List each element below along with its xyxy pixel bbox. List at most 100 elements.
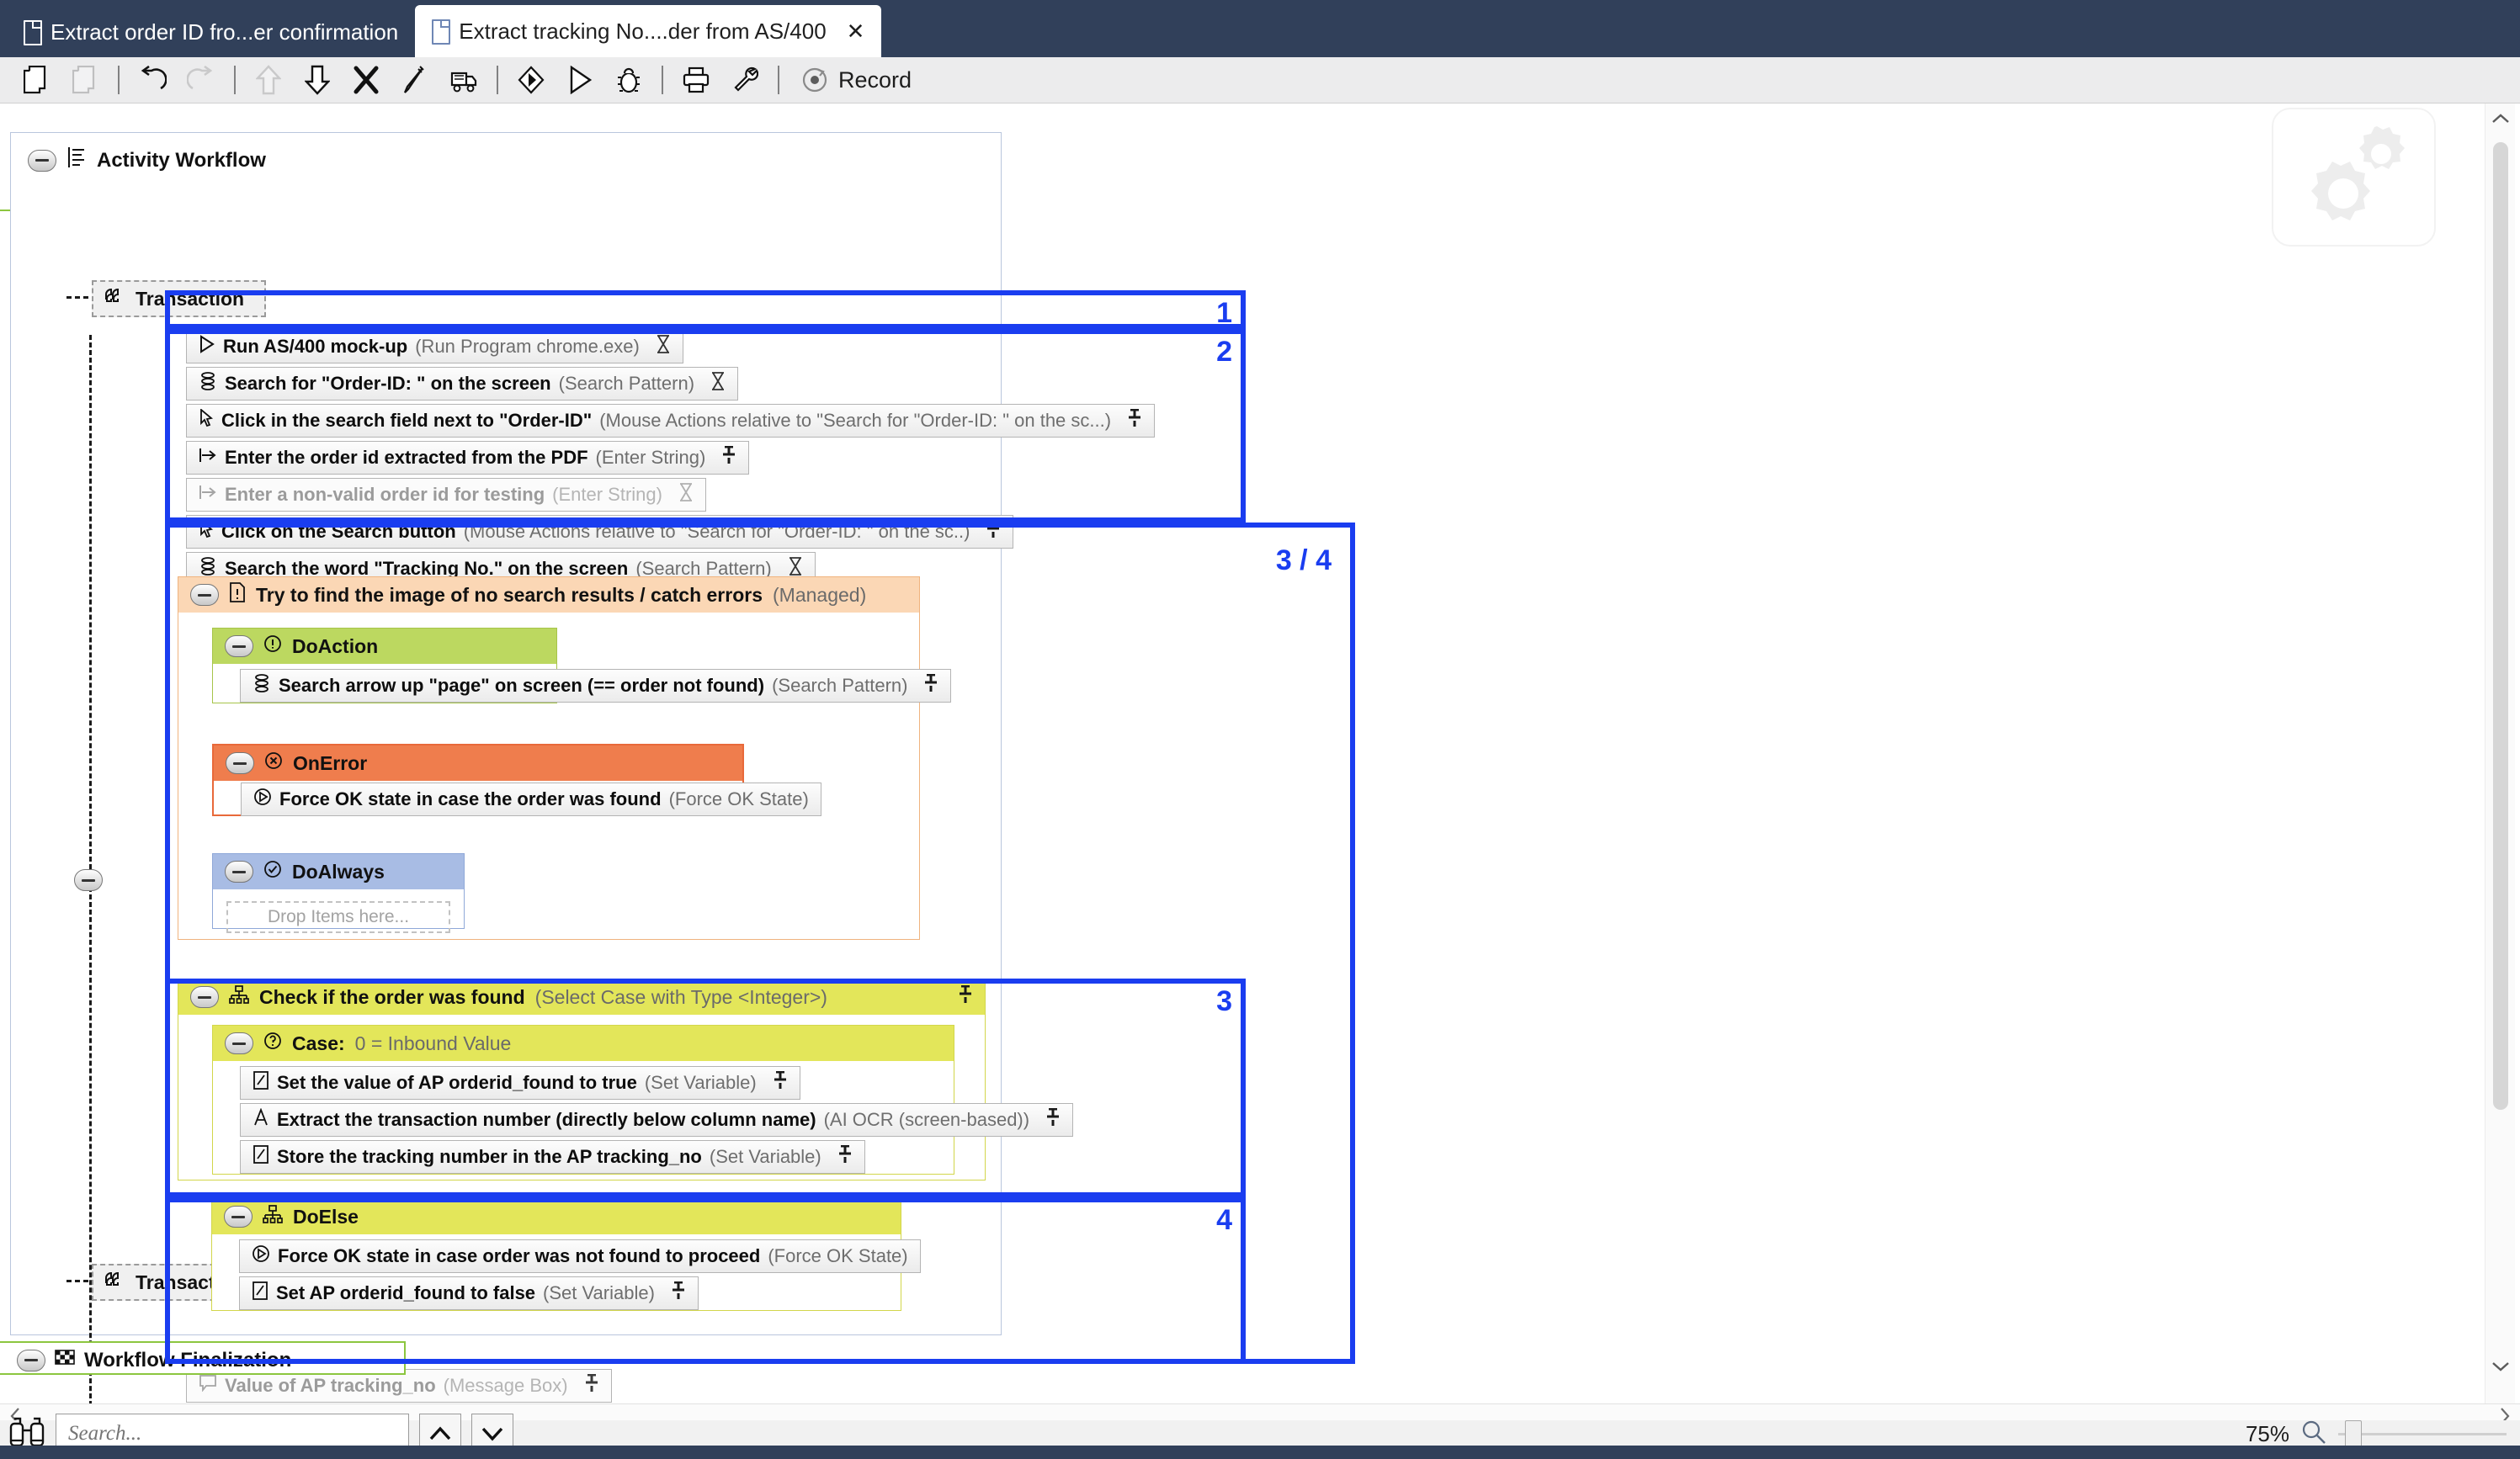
hourglass-icon[interactable] [656, 335, 671, 358]
transaction-connector-top [66, 296, 88, 299]
node-run-as400-mockup[interactable]: Run AS/400 mock-up (Run Program chrome.e… [186, 330, 683, 363]
collapse-toggle-case[interactable] [225, 1032, 253, 1054]
tab-extract-tracking-no[interactable]: Extract tracking No....der from AS/400 ✕ [415, 5, 881, 57]
toolbar-separator [778, 66, 779, 94]
move-down-icon[interactable] [293, 59, 342, 101]
container-header: OnError [214, 745, 742, 781]
node-label: Enter a non-valid order id for testing [225, 484, 545, 506]
record-label: Record [838, 67, 912, 93]
activity-workflow-title: Activity Workflow [28, 146, 266, 174]
tab-extract-order-id[interactable]: Extract order ID fro...er confirmation [7, 7, 415, 57]
workflow-canvas[interactable]: Settings Activity Workflow Transaction [0, 103, 2520, 1403]
node-enter-order-id[interactable]: Enter the order id extracted from the PD… [186, 441, 749, 475]
scrollbar-thumb[interactable] [2493, 142, 2508, 1110]
node-set-orderid-true[interactable]: Set the value of AP orderid_found to tru… [240, 1066, 800, 1100]
magnifier-icon[interactable] [2301, 1419, 2326, 1449]
collapse-toggle-doaction[interactable] [225, 635, 253, 657]
collapse-toggle-onerror[interactable] [226, 752, 254, 774]
redo-icon[interactable] [177, 59, 226, 101]
debug-step-icon[interactable] [507, 59, 556, 101]
force-ok-state-icon [253, 788, 272, 811]
node-set-orderid-false[interactable]: Set AP orderid_found to false (Set Varia… [239, 1276, 699, 1310]
pin-icon[interactable] [584, 1374, 599, 1398]
container-on-error[interactable]: OnError Force OK state in case the order… [212, 744, 744, 816]
node-label: Search for "Order-ID: " on the screen [225, 373, 551, 395]
node-force-ok-not-found[interactable]: Force OK state in case order was not fou… [239, 1239, 921, 1273]
container-case-zero[interactable]: Case: 0 = Inbound Value Set the value of… [212, 1025, 954, 1175]
transaction-start-chip[interactable]: Transaction [92, 280, 266, 317]
hourglass-icon[interactable] [678, 483, 694, 507]
pin-icon[interactable] [671, 1281, 686, 1305]
container-check-order-found[interactable]: Check if the order was found (Select Cas… [178, 979, 986, 1180]
scroll-up-icon[interactable] [2485, 105, 2516, 132]
set-variable-icon [252, 1281, 268, 1305]
pin-icon[interactable] [837, 1145, 853, 1169]
collapse-toggle-workflow[interactable] [28, 150, 56, 172]
zoom-slider-handle[interactable] [2345, 1420, 2362, 1447]
pin-icon[interactable] [721, 446, 736, 470]
pin-icon[interactable] [1127, 409, 1142, 432]
zoom-level-label: 75% [2246, 1421, 2289, 1447]
close-icon[interactable]: ✕ [847, 20, 865, 42]
record-icon [801, 66, 828, 93]
collapse-toggle-doalways[interactable] [225, 861, 253, 883]
collapse-toggle-doelse[interactable] [224, 1206, 253, 1228]
node-search-order-id[interactable]: Search for "Order-ID: " on the screen (S… [186, 367, 738, 401]
vertical-scrollbar[interactable] [2485, 103, 2515, 1403]
tab-label: Extract order ID fro...er confirmation [51, 19, 398, 45]
pin-icon[interactable] [773, 1071, 788, 1095]
node-label: Run AS/400 mock-up [223, 336, 407, 358]
wand-icon[interactable] [391, 59, 439, 101]
workflow-finalization-pane[interactable]: Workflow Finalization [0, 1341, 406, 1375]
annotation-number: 4 [1216, 1206, 1232, 1234]
message-box-icon [199, 1375, 217, 1397]
node-extract-transaction-number[interactable]: Extract the transaction number (directly… [240, 1103, 1073, 1137]
hourglass-icon[interactable] [710, 372, 726, 395]
container-label: OnError [293, 752, 367, 775]
search-input[interactable] [66, 1421, 398, 1446]
node-enter-invalid-order-id[interactable]: Enter a non-valid order id for testing (… [186, 478, 706, 512]
container-do-always[interactable]: DoAlways Drop Items here... [212, 853, 465, 929]
move-up-icon[interactable] [244, 59, 293, 101]
undo-icon[interactable] [128, 59, 177, 101]
collapse-toggle-transaction-lane[interactable] [74, 869, 103, 891]
run-program-icon [199, 335, 215, 358]
collapse-toggle-managed[interactable] [190, 584, 219, 606]
node-store-tracking-number[interactable]: Store the tracking number in the AP trac… [240, 1140, 865, 1174]
node-click-search-field[interactable]: Click in the search field next to "Order… [186, 404, 1155, 438]
pin-icon[interactable] [923, 674, 938, 698]
container-do-action[interactable]: DoAction Search arrow up "page" on scree… [212, 628, 557, 703]
pin-icon[interactable] [986, 520, 1001, 544]
document-icon [432, 19, 450, 43]
wrench-icon[interactable] [720, 59, 769, 101]
finalization-label: Workflow Finalization [84, 1349, 291, 1372]
drop-target[interactable]: Drop Items here... [226, 901, 450, 933]
node-label: Click in the search field next to "Order… [221, 410, 592, 432]
container-header: Check if the order was found (Select Cas… [178, 979, 985, 1015]
node-search-arrow-up[interactable]: Search arrow up "page" on screen (== ord… [240, 669, 951, 703]
collapse-toggle-finalization[interactable] [17, 1350, 45, 1371]
node-click-search-button[interactable]: Click on the Search button (Mouse Action… [186, 515, 1013, 549]
record-button[interactable]: Record [788, 59, 925, 101]
run-icon[interactable] [556, 59, 604, 101]
print-icon[interactable] [672, 59, 720, 101]
question-icon [263, 1032, 282, 1055]
container-label: DoAlways [292, 861, 385, 883]
container-header: DoAction [213, 629, 556, 664]
container-label: Check if the order was found [259, 986, 525, 1009]
bug-icon[interactable] [604, 59, 653, 101]
paste-icon[interactable] [61, 59, 109, 101]
pin-icon[interactable] [958, 985, 973, 1009]
container-do-else[interactable]: DoElse Force OK state in case order was … [211, 1198, 901, 1311]
annotation-number: 2 [1216, 337, 1232, 366]
delete-icon[interactable] [342, 59, 391, 101]
check-circle-icon [263, 860, 282, 883]
container-try-find-image[interactable]: Try to find the image of no search resul… [178, 576, 920, 940]
robot-icon[interactable] [439, 59, 488, 101]
copy-icon[interactable] [12, 59, 61, 101]
collapse-toggle-selectcase[interactable] [190, 986, 219, 1008]
node-force-ok-found[interactable]: Force OK state in case the order was fou… [241, 783, 821, 816]
pin-icon[interactable] [1045, 1108, 1061, 1132]
node-label: Set the value of AP orderid_found to tru… [277, 1072, 637, 1094]
scroll-down-icon[interactable] [2485, 1353, 2516, 1380]
